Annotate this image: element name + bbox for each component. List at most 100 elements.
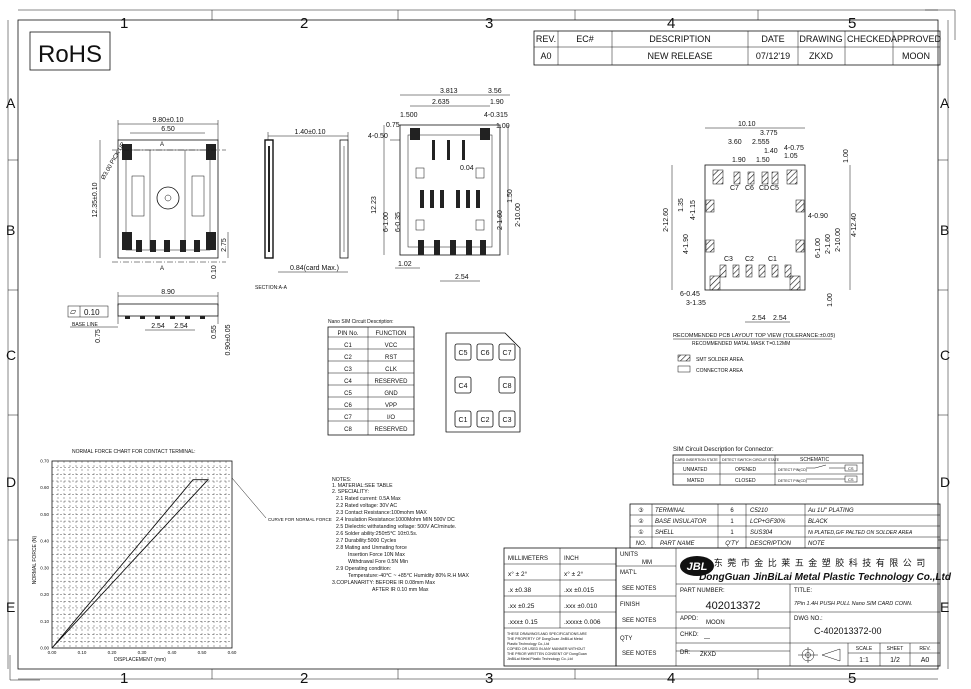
dim: 3.60 (728, 139, 742, 146)
tol-inch: .xxxx± 0.006 (564, 619, 601, 626)
mat-header: NO. (636, 541, 647, 547)
rev-header: CHECKED (847, 34, 892, 44)
company-logo: JBL (680, 556, 714, 576)
sim-pin: C5 (344, 391, 352, 397)
dim-height: 12.35±0.10 (92, 182, 99, 217)
tolerance-table: MILLIMETERS INCH x° ± 2° x° ± 2° .x ±0.3… (503, 547, 617, 667)
row-label: B (940, 222, 949, 238)
dim-075: 0.75 (95, 329, 102, 343)
base-view: 8.90 ▱ 0.10 BASE LINE 0.75 2.54 2.54 0.5… (67, 289, 232, 356)
note-line: 2. SPECIALITY: (332, 489, 369, 495)
dim: 2-10.00 (515, 203, 522, 227)
mat-no: ① (638, 529, 643, 536)
conn-header: CARD INSERTION STATE (675, 458, 718, 462)
dim: 4-1.15 (690, 200, 697, 220)
sim-pin: C7 (344, 415, 352, 421)
dim-055: 0.55 (211, 325, 218, 339)
qty-label: QTY (620, 636, 632, 642)
sim-pin: C4 (344, 379, 352, 385)
sim-pin: C6 (344, 403, 352, 409)
material-table: ③ TERMINAL 6 C5210 Au 1U" PLATING ② BASE… (629, 503, 941, 549)
conn-state: UNMATED (683, 467, 708, 473)
disclaimer-line: COPIED OR USED IN ANY MANNER WITHOUT (507, 647, 586, 651)
base-line-label: BASE LINE (72, 322, 99, 328)
col-label: 1 (120, 15, 128, 32)
dim-275: 2.75 (221, 238, 228, 252)
scale-value: 1:1 (859, 657, 869, 664)
section-label: SECTION:A-A (255, 285, 288, 291)
x-tick-label: 0.10 (78, 650, 87, 655)
dim: 1.05 (784, 153, 798, 160)
tol-mm: .xx ±0.25 (508, 603, 535, 610)
note-line: Insertion Force 10N Max (348, 552, 405, 558)
note-line: 2.3 Contact Resistance:100mohm MAX (336, 510, 427, 516)
mat-note: Ni PLATED,G/F PALTED ON SOLDER AREA (808, 530, 913, 536)
pad-label: C5 (459, 350, 468, 357)
note-line: 2.6 Solder ability:250±5℃ 10±0.5s. (336, 531, 417, 537)
dim-890: 8.90 (161, 289, 175, 296)
mat-note: Au 1U" PLATING (807, 508, 854, 514)
tol-inch: x° ± 2° (564, 570, 584, 578)
col-label: 5 (848, 15, 856, 32)
annotation-leader (231, 477, 267, 519)
company-cn: 东 莞 市 金 比 莱 五 金 塑 胶 科 技 有 限 公 司 (714, 557, 927, 568)
y-tick-label: 0.60 (40, 485, 49, 490)
dr-value: ZKXD (700, 652, 717, 658)
mat-part: BASE INSULATOR (655, 519, 707, 525)
dim-140: 1.40±0.10 (294, 129, 325, 136)
dim: 2.635 (432, 99, 450, 106)
chart-title: NORMAL FORCE CHART FOR CONTACT TERMINAL: (72, 449, 196, 455)
note-line: 2.7 Durability:5000 Cycles (336, 538, 397, 544)
mat-header: NOTE (808, 541, 826, 547)
top-view: A A 9.80±0.10 6.50 12.35±0.10 Ø3.00 PICK… (92, 117, 229, 279)
rev-header: DRAWING (799, 34, 842, 44)
cs-label: CS (848, 477, 854, 482)
dim: 2.54 (455, 274, 469, 281)
dim: 3.56 (488, 88, 502, 95)
chart-series-line (51, 479, 210, 649)
rev-label: REV. (919, 646, 930, 652)
pcb-caption: RECOMMENDED PCB LAYOUT TOP VIEW (TOLERAN… (673, 333, 835, 339)
legend-connector: CONNECTOR AREA (696, 368, 744, 374)
pin-label: C2 (745, 256, 754, 263)
note-line: 1. MATERIAL:SEE TABLE (332, 483, 393, 489)
conn-header: DETECT SWITCH CIRCUIT STATE (722, 458, 780, 462)
y-tick-label: 0.70 (40, 459, 49, 464)
finish-label: FINISH (620, 602, 640, 608)
conn-schematic-label: DETECT PIN(CD) (778, 468, 807, 472)
sim-func: I/O (387, 415, 395, 421)
dim: 2-12.60 (663, 208, 670, 232)
dim: 1.50 (507, 189, 514, 203)
pad-label: C7 (503, 350, 512, 357)
col-label: 4 (667, 670, 675, 687)
dim: 3-1.35 (686, 300, 706, 307)
col-label: 3 (485, 670, 493, 687)
flatness-value: 0.10 (84, 308, 100, 317)
rev-header: REV. (536, 34, 556, 44)
sheet-value: 1/2 (890, 657, 900, 664)
dim: 1.90 (732, 157, 746, 164)
disclaimer-line: THE PROPERTY OF DongGuan JinBiLai Metal (507, 637, 583, 641)
note-line: 2.8 Mating and Unmating force (336, 545, 407, 551)
dim-width: 9.80±0.10 (152, 117, 183, 124)
col-label: 2 (300, 670, 308, 687)
dim: 1.00 (843, 149, 850, 163)
rev-cell: NEW RELEASE (647, 51, 712, 61)
tol-mm: .xxx± 0.15 (508, 619, 538, 626)
normal-force-chart: NORMAL FORCE CHART FOR CONTACT TERMINAL:… (32, 449, 332, 663)
chart-annotation: CURVE FOR NORMAL FORCE (268, 517, 332, 522)
x-tick-label: 0.40 (168, 650, 177, 655)
rev-header: EC# (576, 34, 594, 44)
sim-header: PIN No. (337, 331, 358, 337)
disclaimer-line: Plastic Technology Co.,Ltd (507, 642, 549, 646)
row-label: D (6, 474, 16, 490)
dim: 1.02 (398, 261, 412, 268)
y-tick-label: 0.30 (40, 565, 49, 570)
chkd-value: — (704, 636, 710, 642)
dim: 1.50 (756, 157, 770, 164)
rev-value: A0 (921, 657, 930, 664)
dim: 4-1.90 (683, 234, 690, 254)
pin-label: C7 (730, 185, 739, 192)
note-line: NOTES: (332, 477, 351, 483)
